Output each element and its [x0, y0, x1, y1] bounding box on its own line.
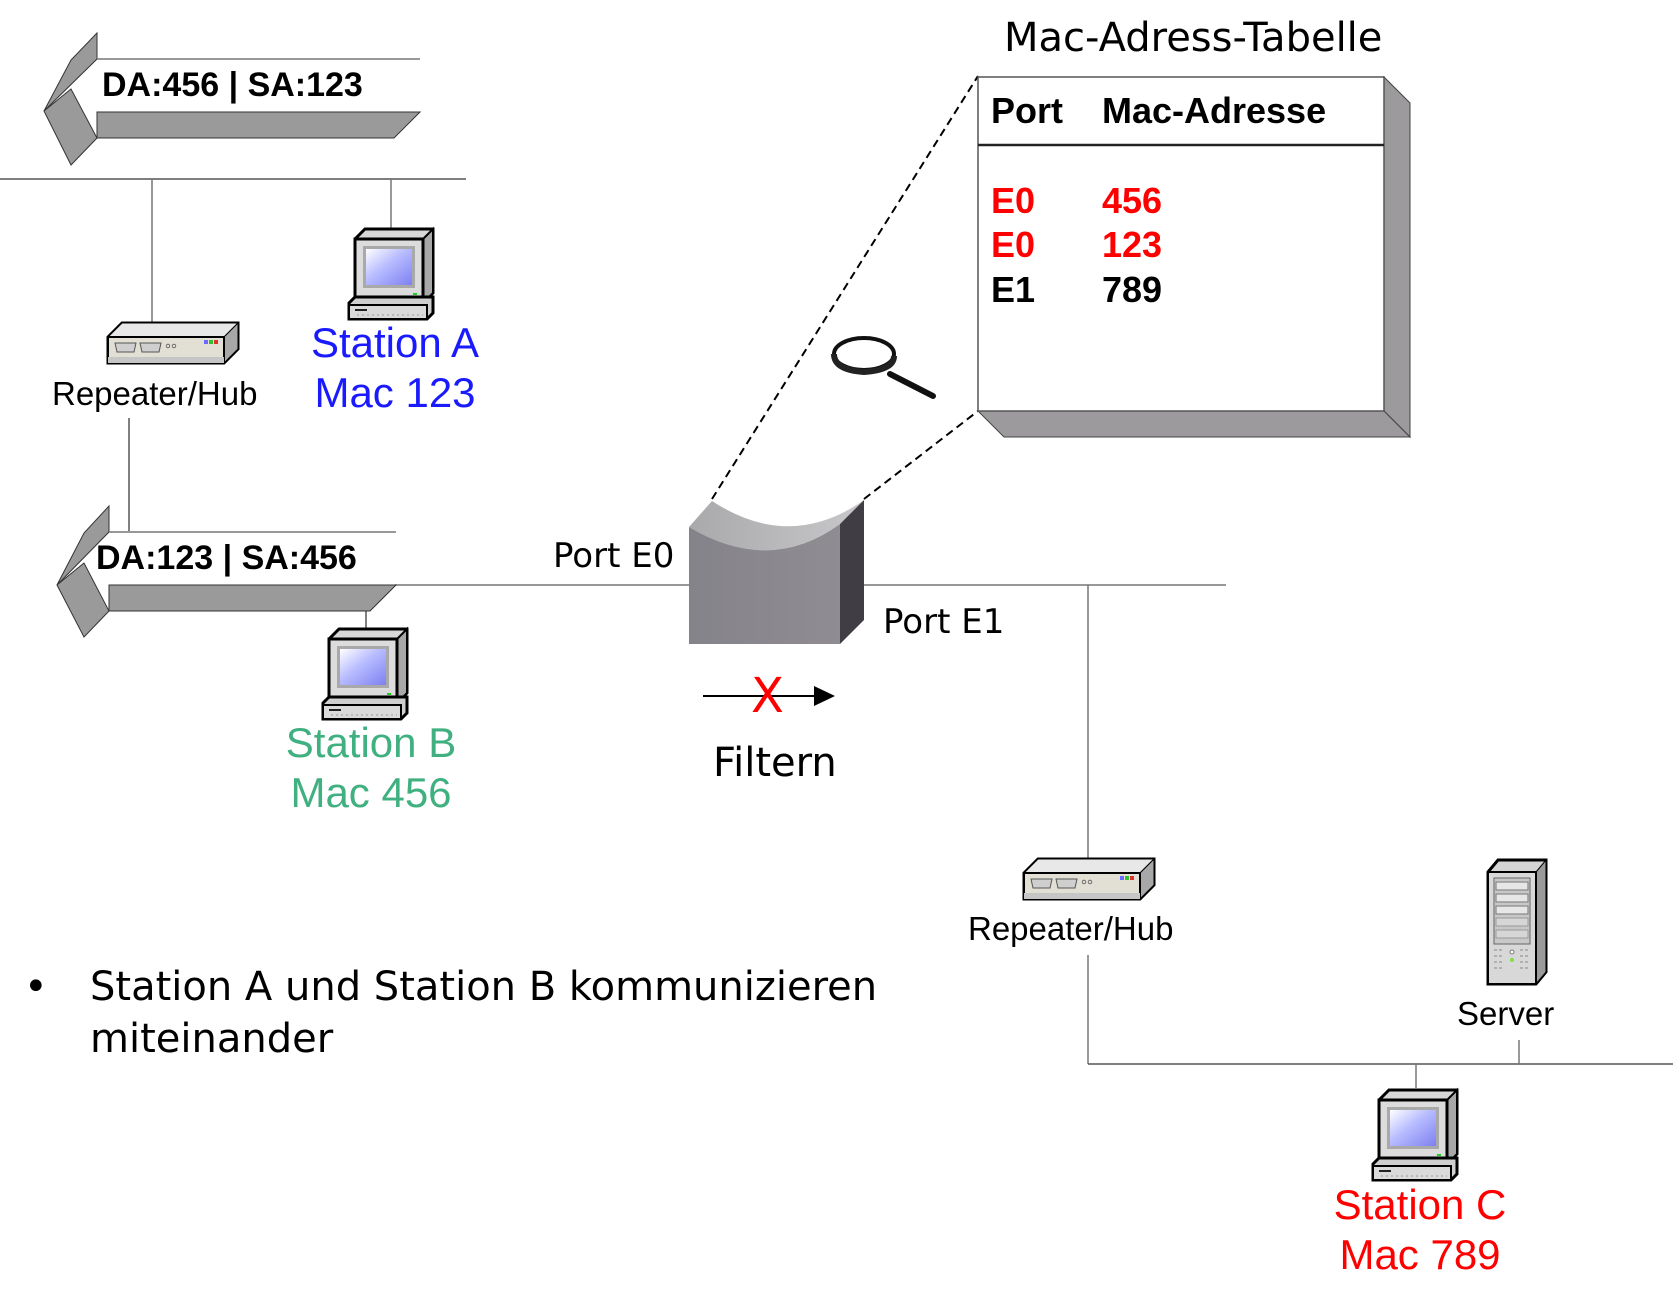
mac-table-cell-mac: 123: [1102, 224, 1163, 265]
magnifier-icon: [831, 336, 936, 399]
zoom-line-left: [711, 75, 979, 500]
mac-table-cell-port: E1: [991, 269, 1036, 310]
port-e0-label: Port E0: [553, 536, 675, 576]
bullet-item: Station A und Station B kommunizieren mi…: [90, 961, 877, 1065]
hub-icon: [1022, 857, 1156, 901]
mac-table-header-port: Port: [991, 90, 1063, 131]
mac-table-cell-port: E0: [991, 224, 1036, 265]
mac-table-cell-port: E0: [991, 180, 1036, 221]
mac-table-box: [976, 75, 1412, 439]
switch-icon: [689, 500, 864, 644]
frame-label: DA:123 | SA:456: [96, 539, 357, 577]
bullet-line: Station A und Station B kommunizieren: [90, 964, 878, 1010]
mac-table-header-mac: Mac-Adresse: [1102, 90, 1327, 131]
mac-table-cell-mac: 789: [1102, 269, 1163, 310]
station-a-label: Station A Mac 123: [300, 318, 490, 418]
station-mac: Mac 456: [290, 769, 452, 816]
mac-table-cell-mac: 456: [1102, 180, 1163, 221]
hub-icon: [106, 321, 240, 365]
station-name: Station A: [310, 319, 480, 366]
bullet-line: miteinander: [90, 1016, 334, 1062]
hub-label: Repeater/Hub: [52, 375, 258, 412]
station-name: Station C: [1333, 1181, 1507, 1228]
blocked-x-icon: X: [751, 668, 784, 724]
frame-label: DA:456 | SA:123: [102, 66, 363, 104]
filter-label: Filtern: [713, 740, 837, 786]
port-e1-label: Port E1: [883, 602, 1005, 642]
computer-icon: [1371, 1088, 1459, 1182]
server-label: Server: [1457, 995, 1555, 1032]
mac-table-title: Mac-Adress-Tabelle: [1004, 15, 1383, 61]
station-name: Station B: [285, 719, 457, 766]
computer-icon: [321, 627, 409, 721]
zoom-line-right: [863, 410, 979, 500]
server-icon: [1486, 858, 1548, 986]
bullet-symbol: •: [24, 964, 48, 1010]
station-mac: Mac 123: [314, 369, 476, 416]
station-b-label: Station B Mac 456: [276, 718, 466, 818]
frame-arrow-2: [56, 504, 398, 638]
station-mac: Mac 789: [1339, 1231, 1501, 1278]
hub-label: Repeater/Hub: [968, 910, 1174, 947]
station-c-label: Station C Mac 789: [1325, 1180, 1515, 1280]
frame-arrow-1: [43, 31, 422, 166]
computer-icon: [347, 227, 435, 321]
filter-arrow: [703, 686, 835, 706]
